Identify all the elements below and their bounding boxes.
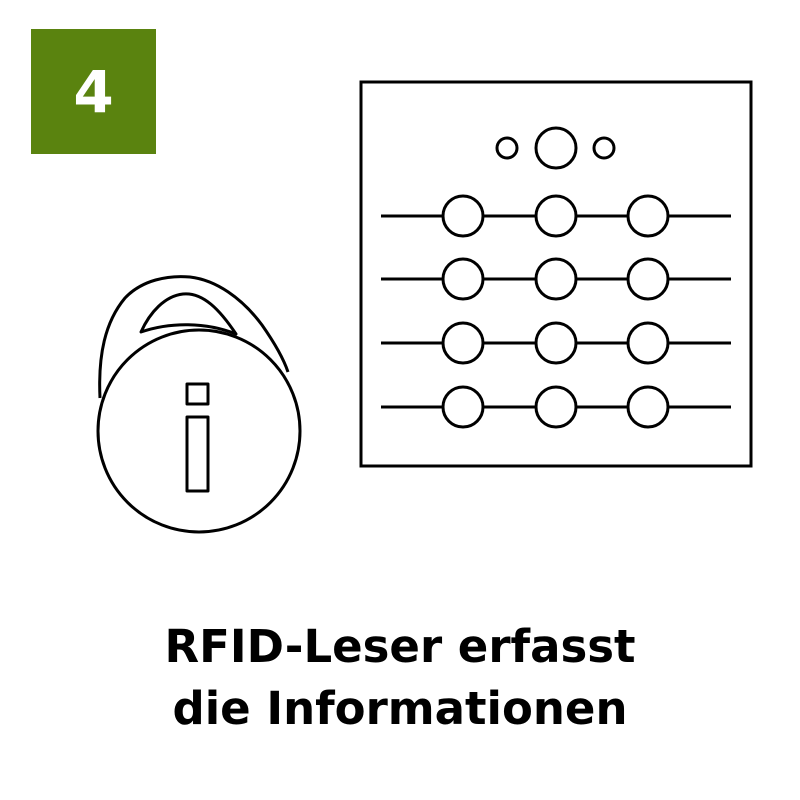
indicator-light-center: [534, 126, 578, 170]
keypad-row: [381, 385, 731, 429]
keypad-key: [626, 257, 670, 301]
keypad-key: [534, 257, 578, 301]
keypad-row: [381, 194, 731, 238]
rfid-illustration: [96, 80, 753, 534]
step-number: 4: [73, 57, 114, 126]
key-fob-face: [96, 328, 302, 534]
rfid-key-fob-icon: [96, 275, 302, 534]
indicator-light-left: [495, 136, 519, 160]
keypad-key: [626, 194, 670, 238]
key-fob-ring-hole: [139, 292, 238, 336]
keypad-key: [441, 385, 485, 429]
indicator-light-right: [592, 136, 616, 160]
keypad-key: [534, 321, 578, 365]
keypad-key: [441, 257, 485, 301]
rfid-reader-panel-icon: [359, 80, 753, 468]
info-i-icon: [185, 382, 210, 493]
step-caption: RFID-Leser erfasst die Informationen: [0, 616, 800, 740]
keypad-key: [626, 385, 670, 429]
keypad-key: [441, 321, 485, 365]
caption-line-2: die Informationen: [172, 682, 628, 735]
keypad-row: [381, 321, 731, 365]
keypad-key: [534, 194, 578, 238]
caption-line-1: RFID-Leser erfasst: [164, 620, 636, 673]
keypad-key: [626, 321, 670, 365]
reader-keypad: [381, 194, 731, 429]
key-fob-body: [98, 275, 290, 399]
keypad-key: [441, 194, 485, 238]
keypad-key: [534, 385, 578, 429]
keypad-row: [381, 257, 731, 301]
reader-indicator-lights: [495, 126, 616, 170]
step-number-badge: 4: [31, 29, 156, 154]
